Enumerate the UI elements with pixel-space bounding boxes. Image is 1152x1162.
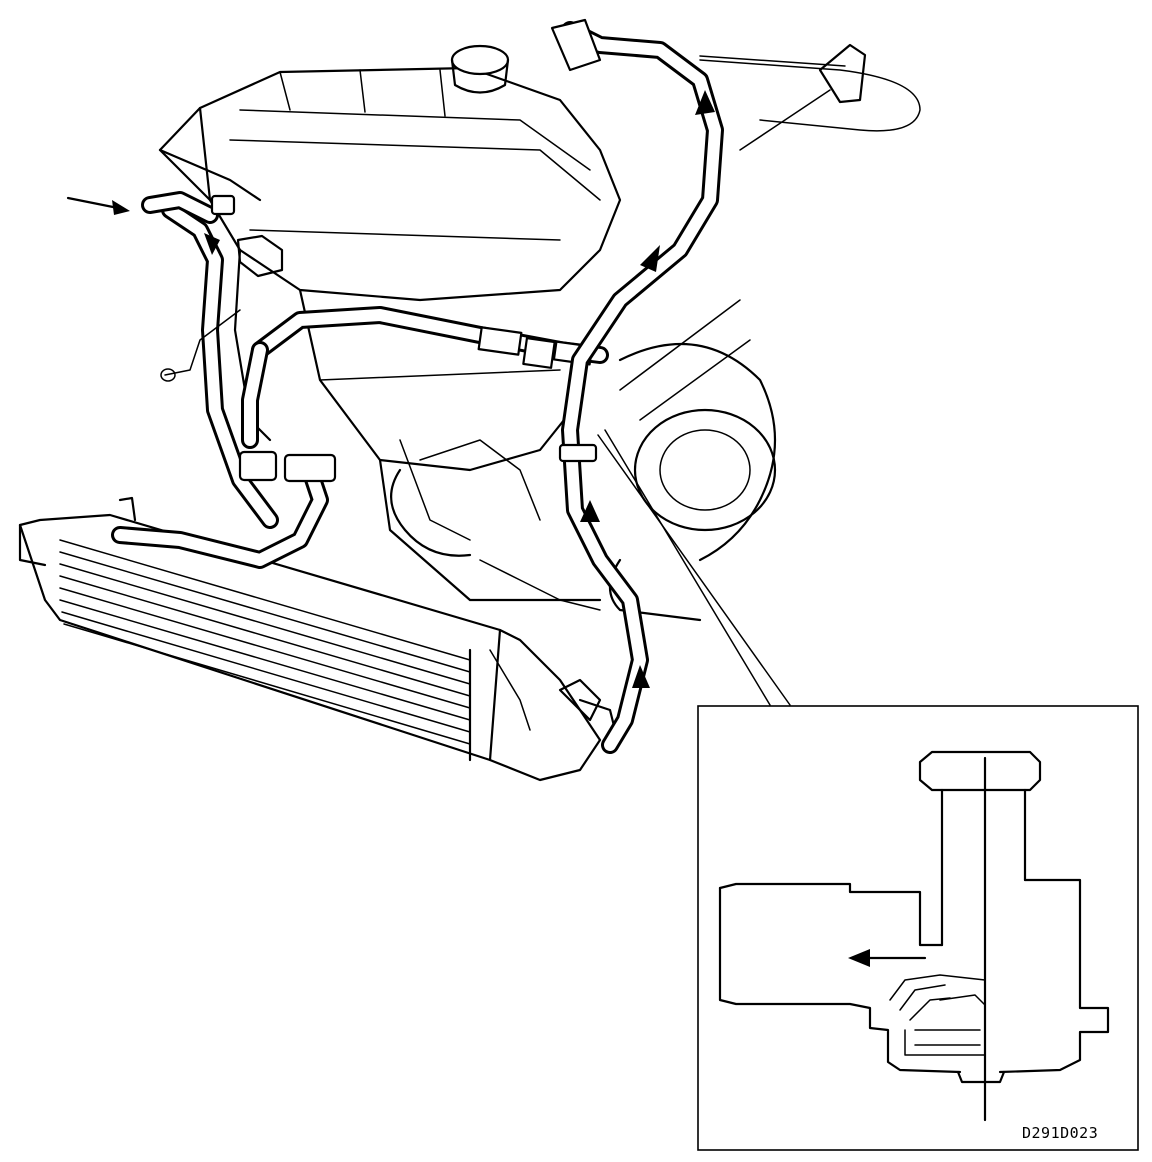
upper-left-hose: [141, 191, 279, 529]
hose-clamps: [118, 194, 598, 522]
left-pipes: [158, 148, 284, 382]
radiator: [18, 513, 617, 782]
inset-leader-line: [597, 434, 791, 706]
inlet-arrow: [66, 196, 130, 215]
inset-flow-arrow: [848, 949, 927, 967]
upper-hose-arrow-right: [695, 90, 715, 115]
mid-hose-arrow: [640, 245, 660, 272]
heater-pipe: [241, 306, 609, 449]
main-right-hose: [550, 18, 724, 754]
engine-block: [158, 44, 777, 622]
radiator-hose-arrow: [632, 665, 650, 688]
figure-code: D291D023: [1022, 1124, 1099, 1142]
valve-detail-inset: [697, 705, 1139, 1151]
lower-right-arrow: [580, 500, 600, 522]
upper-hose-arrow-left: [204, 233, 220, 255]
lower-radiator-hose: [111, 461, 329, 569]
throttle-cable: [699, 43, 921, 151]
